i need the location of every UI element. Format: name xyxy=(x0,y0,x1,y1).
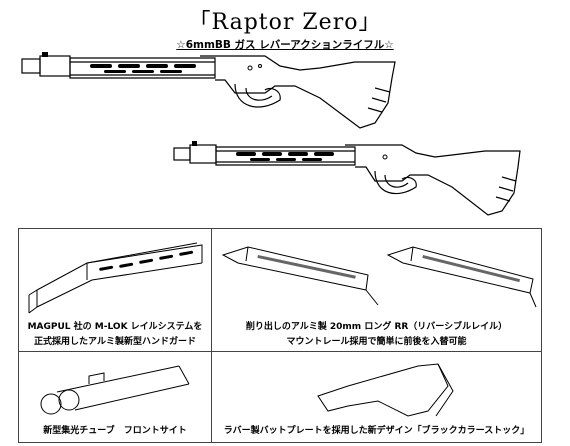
mlok-caption-line-2: 正式採用したアルミ製新型ハンドガード xyxy=(34,337,196,347)
rail-caption-line-1: 削り出しのアルミ製 20mm ロング RR（リバーシブルレイル） xyxy=(245,322,508,332)
rail-caption-line-2: マウントレール採用で簡単に前後を入替可能 xyxy=(286,337,467,347)
panel-mlok-handguard: MAGPUL 社の M-LOK レイルシステムを 正式採用したアルミ製新型ハンド… xyxy=(18,228,212,352)
front-sight-illustration xyxy=(40,365,190,415)
page-subtitle: ☆6mmBB ガス レバーアクションライフル☆ xyxy=(176,39,394,51)
stock-caption: ラバー製バットプレートを採用した新デザイン「ブラックカラーストック」 xyxy=(223,426,530,436)
page-title: 「Raptor Zero」 xyxy=(188,10,382,35)
stock-illustration xyxy=(317,363,454,417)
panel-reversible-rail: 削り出しのアルミ製 20mm ロング RR（リバーシブルレイル） マウントレール… xyxy=(211,228,542,352)
panel-front-sight: 新型集光チューブ フロントサイト xyxy=(18,351,212,443)
rifle-illustration-large xyxy=(21,52,396,129)
rail-closeup-illustration xyxy=(221,246,537,308)
panel-black-stock: ラバー製バットプレートを採用した新デザイン「ブラックカラーストック」 xyxy=(211,351,542,443)
handguard-closeup-illustration xyxy=(28,242,203,314)
front-sight-caption: 新型集光チューブ フロントサイト xyxy=(43,426,187,436)
mlok-caption-line-1: MAGPUL 社の M-LOK レイルシステムを xyxy=(27,322,203,332)
rifle-illustration-small xyxy=(173,141,521,216)
